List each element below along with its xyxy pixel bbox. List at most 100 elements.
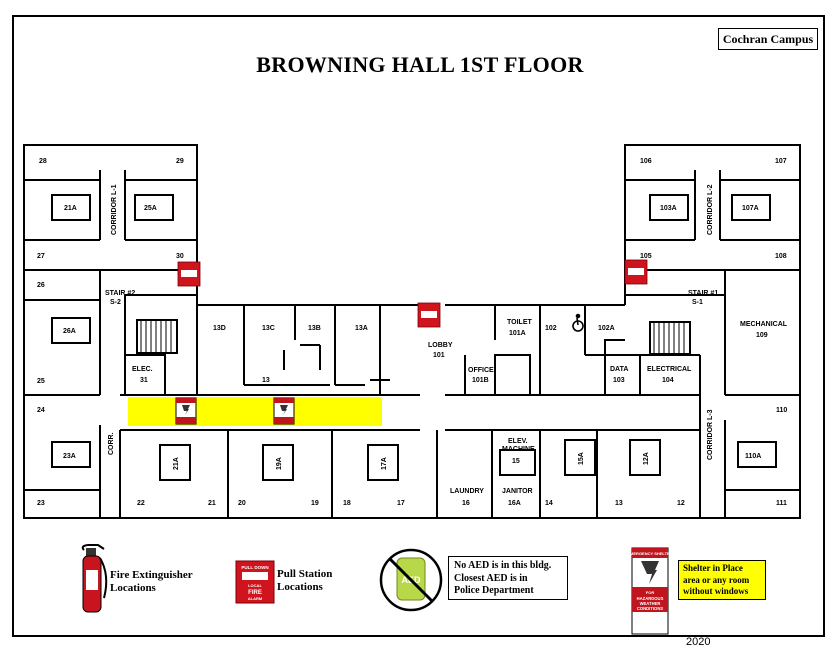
lobby-label: LOBBY: [428, 342, 453, 349]
room-17a: 17A: [381, 457, 388, 470]
room-111: 111: [776, 500, 787, 507]
room-13a: 13A: [355, 325, 368, 332]
room-18: 18: [343, 500, 351, 507]
map-frame: [12, 15, 825, 637]
stair-1-code: S-1: [692, 299, 703, 306]
room-101: 101: [433, 352, 445, 359]
room-21: 21: [208, 500, 216, 507]
no-aed-icon: AED: [379, 548, 443, 612]
room-102a: 102A: [598, 325, 615, 332]
elec-label: ELEC.: [132, 366, 153, 373]
room-21a: 21A: [64, 205, 77, 212]
room-104: 104: [662, 377, 674, 384]
room-107: 107: [775, 158, 787, 165]
room-16a: 16A: [508, 500, 521, 507]
svg-text:CONDITIONS: CONDITIONS: [637, 606, 663, 611]
room-13b: 13B: [308, 325, 321, 332]
room-21a-lower: 21A: [173, 457, 180, 470]
svg-text:WEATHER: WEATHER: [640, 601, 661, 606]
room-101a: 101A: [509, 330, 526, 337]
fire-extinguisher-icon: [81, 544, 108, 613]
svg-text:HAZARDOUS: HAZARDOUS: [637, 596, 664, 601]
elev-label: ELEV.: [508, 438, 528, 445]
stair-treads: [140, 320, 685, 354]
svg-text:ALARM: ALARM: [248, 596, 263, 601]
corridor-left-label: CORR.: [108, 432, 115, 455]
room-13: 13: [262, 377, 270, 384]
room-102: 102: [545, 325, 557, 332]
shelter-sign-icon: [273, 397, 295, 425]
room-105: 105: [640, 253, 652, 260]
stair-2-code: S-2: [110, 299, 121, 306]
room-30: 30: [176, 253, 184, 260]
janitor-label: JANITOR: [502, 488, 533, 495]
room-12: 12: [677, 500, 685, 507]
year-label: 2020: [686, 636, 711, 648]
room-24: 24: [37, 407, 45, 414]
toilet-label: TOILET: [507, 319, 532, 326]
room-109: 109: [756, 332, 768, 339]
room-22: 22: [137, 500, 145, 507]
room-13c: 13C: [262, 325, 275, 332]
data-label: DATA: [610, 366, 628, 373]
room-13d: 13D: [213, 325, 226, 332]
pull-station-legend: Pull Station Locations: [277, 568, 333, 593]
room-25a: 25A: [144, 205, 157, 212]
pull-station-legend-icon: PULL DOWN LOCAL FIRE ALARM: [235, 560, 275, 604]
room-25: 25: [37, 378, 45, 385]
mechanical-label: MECHANICAL: [740, 321, 788, 328]
svg-text:LOCAL: LOCAL: [248, 583, 262, 588]
room-20: 20: [238, 500, 246, 507]
room-110a: 110A: [745, 453, 761, 460]
elev-machine-label: MACHINE: [502, 446, 535, 453]
shelter-area-highlight: [128, 397, 382, 426]
svg-text:PULL DOWN: PULL DOWN: [241, 565, 268, 570]
room-107a: 107A: [742, 205, 759, 212]
svg-text:EMERGENCY SHELTER: EMERGENCY SHELTER: [627, 551, 672, 556]
room-23a: 23A: [63, 453, 76, 460]
room-29: 29: [176, 158, 184, 165]
pull-station-icon: [417, 302, 441, 328]
stair-2-label: STAIR #2: [105, 290, 135, 297]
room-110: 110: [776, 407, 787, 414]
room-31: 31: [140, 377, 148, 384]
room-103a: 103A: [660, 205, 677, 212]
room-26a: 26A: [63, 328, 76, 335]
room-101b: 101B: [472, 377, 489, 384]
svg-text:FIRE: FIRE: [248, 590, 262, 596]
laundry-label: LAUNDRY: [450, 488, 484, 495]
room-19a: 19A: [276, 457, 283, 470]
room-15a: 15A: [578, 452, 585, 465]
pull-station-icon: [624, 259, 648, 285]
room-17: 17: [397, 500, 405, 507]
pull-station-icon: [177, 261, 201, 287]
room-14: 14: [545, 500, 553, 507]
room-27: 27: [37, 253, 45, 260]
room-23: 23: [37, 500, 45, 507]
page-title: BROWNING HALL 1ST FLOOR: [256, 52, 584, 77]
accessibility-icon: [572, 313, 584, 332]
room-108: 108: [775, 253, 787, 260]
room-28: 28: [39, 158, 47, 165]
electrical-label: ELECTRICAL: [647, 366, 692, 373]
shelter-notice: Shelter in Place area or any room withou…: [678, 560, 766, 600]
aed-notice: No AED is in this bldg. Closest AED is i…: [448, 556, 568, 600]
room-16: 16: [462, 500, 470, 507]
room-15: 15: [512, 458, 520, 465]
stair-1-label: STAIR #1: [688, 290, 718, 297]
room-103: 103: [613, 377, 625, 384]
svg-text:FOR: FOR: [646, 590, 655, 595]
corridor-l1-label: CORRIDOR L-1: [111, 184, 118, 235]
room-26: 26: [37, 282, 45, 289]
fire-extinguisher-legend: Fire Extinguisher Locations: [110, 569, 193, 594]
shelter-legend-icon: EMERGENCY SHELTER FOR HAZARDOUS WEATHER …: [627, 547, 673, 635]
office-label: OFFICE: [468, 367, 494, 374]
corridor-l3-label: CORRIDOR L-3: [707, 409, 714, 460]
room-106: 106: [640, 158, 652, 165]
corridor-l2-label: CORRIDOR L-2: [707, 184, 714, 235]
shelter-sign-icon: [175, 397, 197, 425]
room-12a: 12A: [643, 452, 650, 465]
room-19: 19: [311, 500, 319, 507]
campus-label: Cochran Campus: [718, 28, 818, 50]
